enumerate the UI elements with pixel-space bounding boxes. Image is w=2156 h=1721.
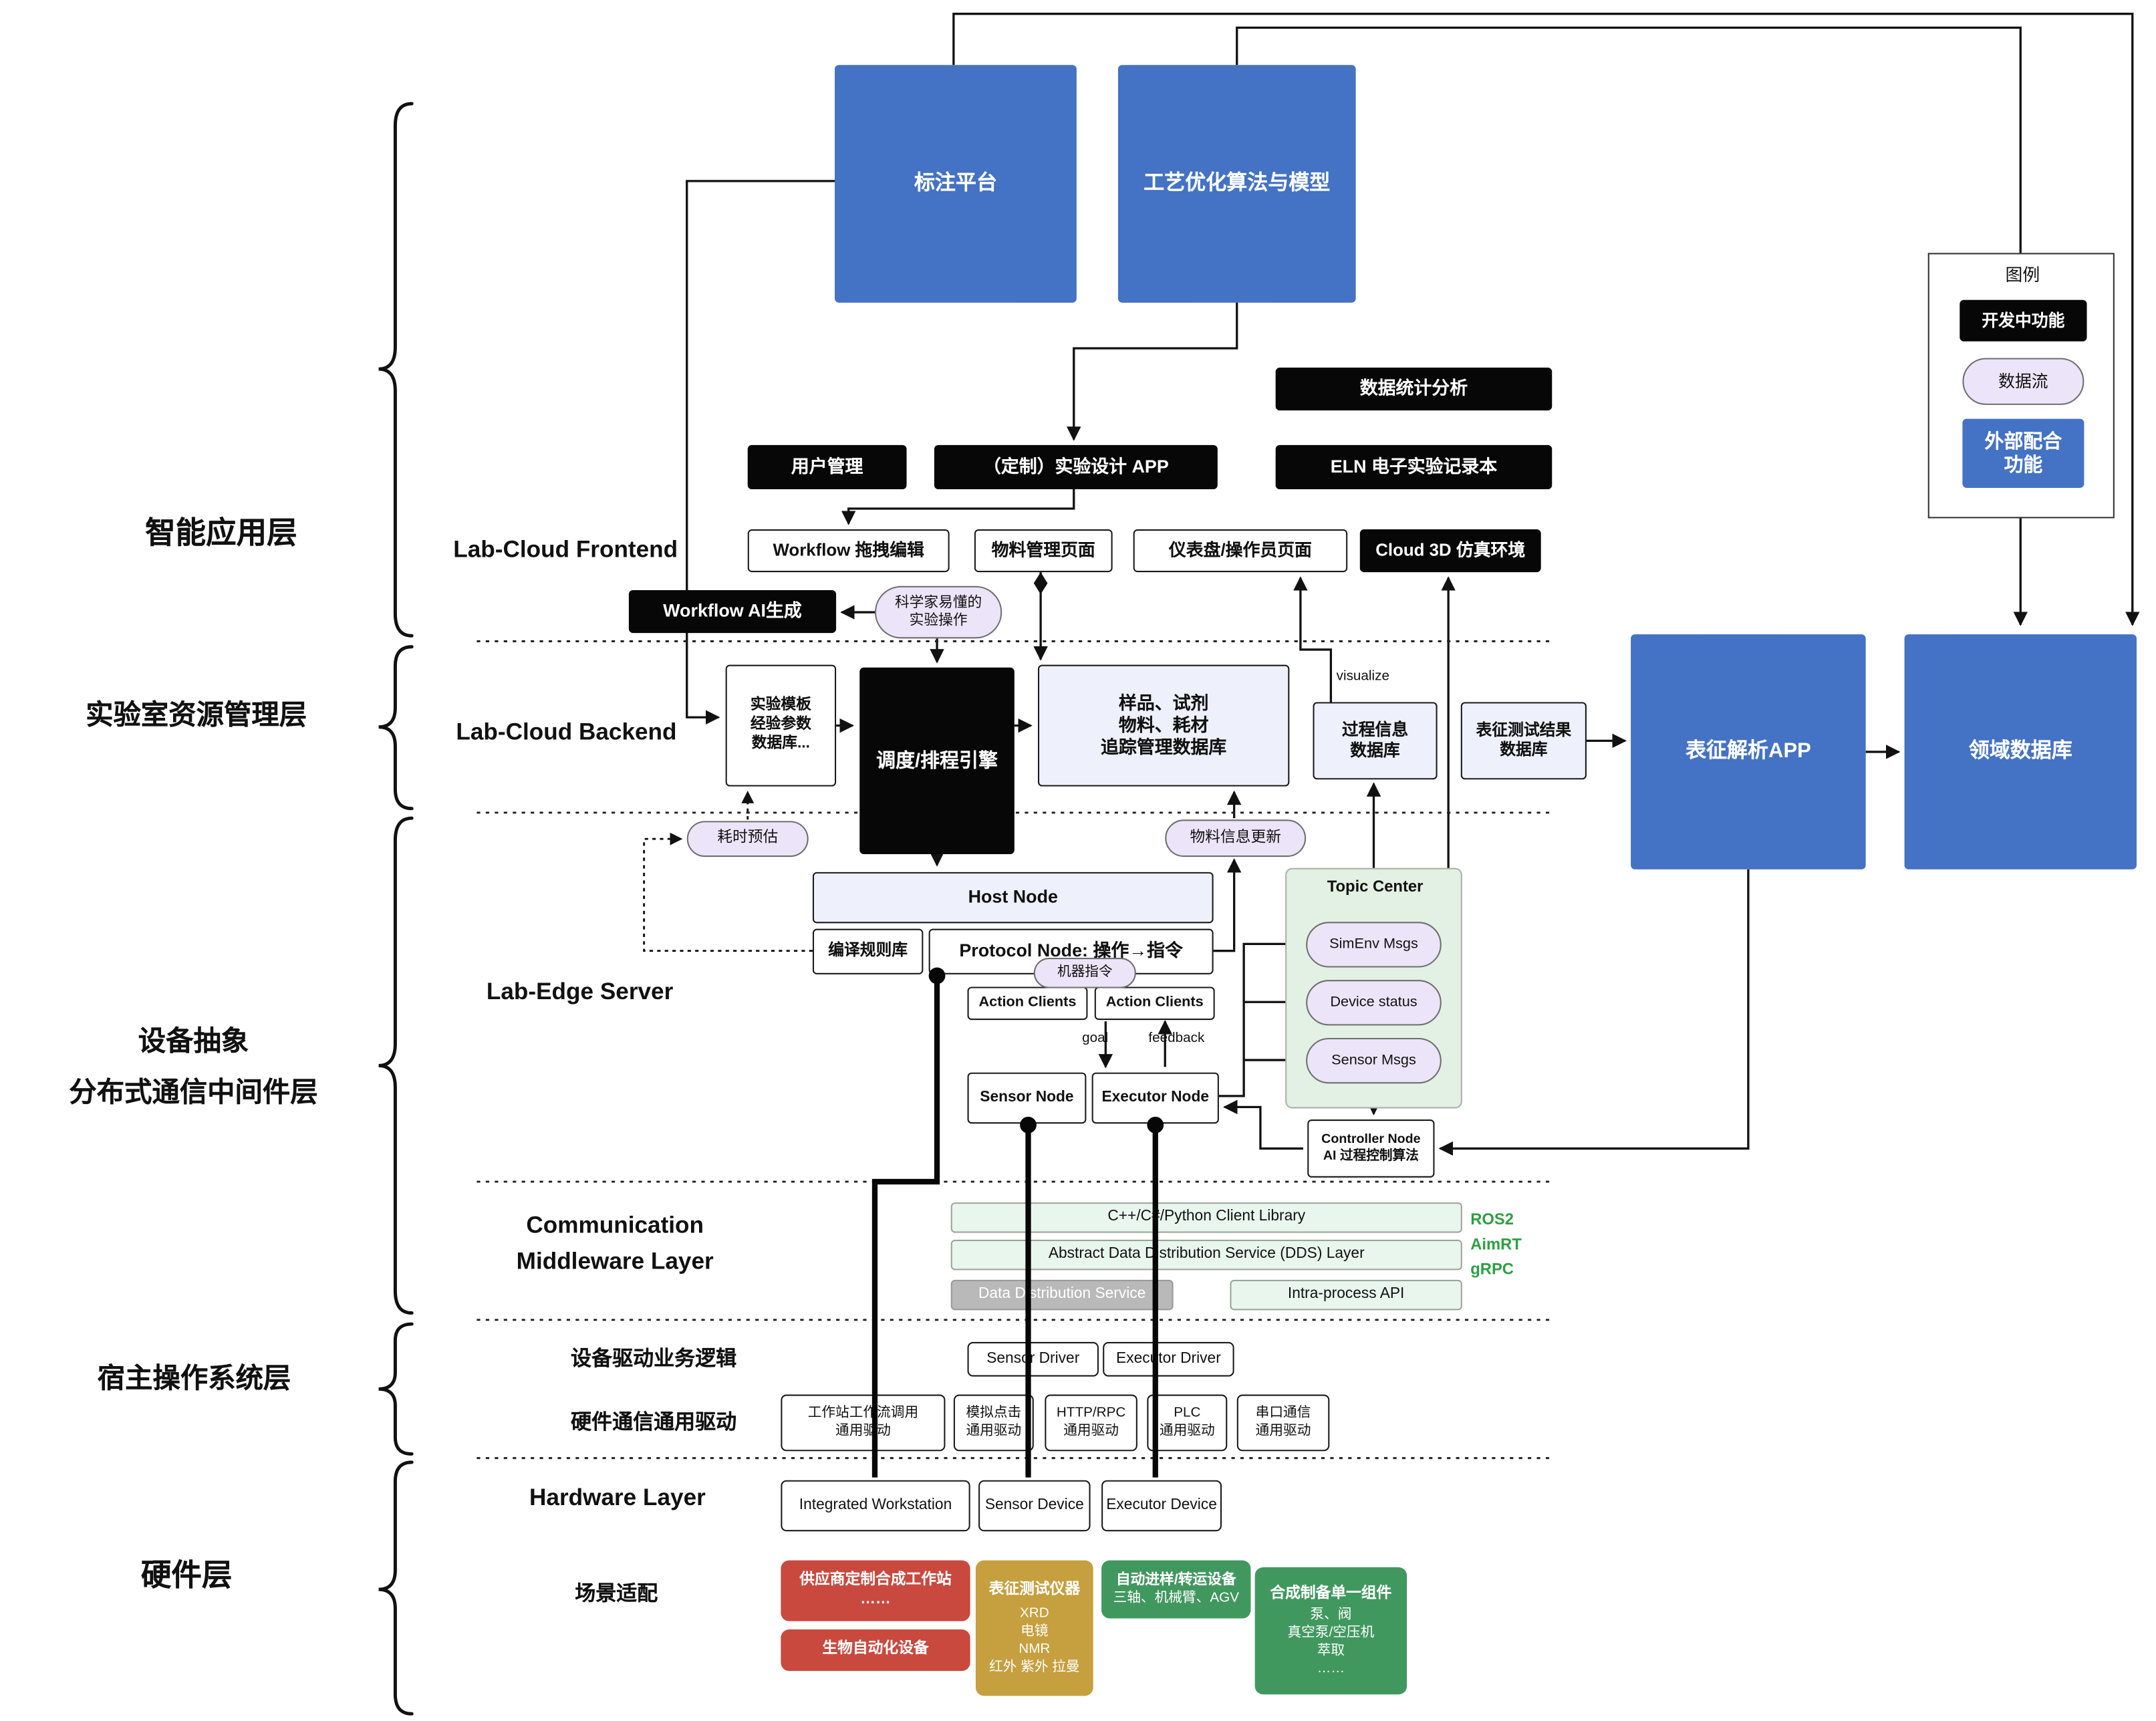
executor-device-box: Executor Device: [1101, 1480, 1222, 1532]
transfer-device-sub: 三轴、机械臂、AGV: [1113, 1591, 1240, 1607]
sensor-node-box: Sensor Node: [967, 1072, 1087, 1124]
intra-process-api-box: Intra-process API: [1230, 1279, 1462, 1311]
transfer-device-box: 自动进样/转运设备 三轴、机械臂、AGV: [1101, 1560, 1251, 1619]
tech-ros2-label: ROS2: [1470, 1212, 1514, 1229]
charact-instrument-title: 表征测试仪器: [988, 1581, 1081, 1599]
sensor-device-box: Sensor Device: [978, 1480, 1091, 1532]
charact-db-box: 表征测试结果 数据库: [1460, 702, 1587, 780]
rule-lib-box: 编译规则库: [812, 928, 924, 974]
controller-node-box: Controller Node AI 过程控制算法: [1307, 1119, 1435, 1178]
sample-db-box: 样品、试剂 物料、耗材 追踪管理数据库: [1037, 664, 1290, 787]
component-lines: 泵、阀 真空泵/空压机 萃取 ……: [1287, 1607, 1375, 1677]
layer-label-device-abstraction: 设备抽象 分布式通信中间件层: [69, 1027, 318, 1109]
legend-external: 外部配合 功能: [1962, 418, 2084, 488]
machine-cmd-pill: 机器指令: [1033, 958, 1136, 988]
annotation-platform-box: 标注平台: [835, 65, 1077, 303]
action-clients-left-box: Action Clients: [967, 986, 1088, 1021]
feedback-label: feedback: [1148, 1031, 1205, 1047]
simenv-msgs-pill: SimEnv Msgs: [1306, 922, 1442, 968]
workflow-edit-box: Workflow 拖拽编辑: [747, 529, 950, 573]
data-stats-box: 数据统计分析: [1275, 368, 1553, 411]
scientist-pill: 科学家易懂的 实验操作: [874, 585, 1002, 639]
scheduler-box: 调度/排程引擎: [859, 667, 1015, 854]
process-optimization-box: 工艺优化算法与模型: [1117, 65, 1356, 303]
executor-driver-box: Executor Driver: [1103, 1341, 1234, 1377]
goal-label: goal: [1082, 1031, 1109, 1047]
action-clients-right-box: Action Clients: [1094, 986, 1215, 1021]
custom-exp-design-app-box: （定制）实验设计 APP: [934, 444, 1218, 490]
hardware-section-label: Hardware Layer: [529, 1484, 706, 1511]
frontend-section-label: Lab-Cloud Frontend: [453, 536, 678, 563]
click-sim-driver-box: 模拟点击 通用驱动: [953, 1394, 1034, 1452]
legend-title: 图例: [2005, 265, 2040, 285]
executor-node-box: Executor Node: [1091, 1072, 1219, 1124]
domain-db-box: 领域数据库: [1904, 634, 2137, 870]
layer-label-intelligent-app: 智能应用层: [145, 515, 297, 551]
component-box: 合成制备单一组件 泵、阀 真空泵/空压机 萃取 ……: [1254, 1567, 1407, 1695]
material-page-box: 物料管理页面: [974, 529, 1113, 573]
sensor-driver-box: Sensor Driver: [967, 1341, 1099, 1377]
transfer-device-title: 自动进样/转运设备: [1115, 1571, 1236, 1588]
dashboard-page-box: 仪表盘/操作员页面: [1133, 529, 1348, 573]
http-rpc-driver-box: HTTP/RPC 通用驱动: [1045, 1394, 1137, 1452]
layer-label-lab-resource: 实验室资源管理层: [86, 700, 307, 731]
user-mgmt-box: 用户管理: [747, 444, 907, 490]
host-node-box: Host Node: [812, 872, 1214, 924]
tech-aimrt-label: AimRT: [1470, 1236, 1522, 1254]
client-library-box: C++/C#/Python Client Library: [950, 1202, 1462, 1233]
cloud-3d-box: Cloud 3D 仿真环境: [1359, 529, 1541, 573]
dds-service-box: Data Distribution Service: [950, 1279, 1174, 1311]
workflow-ai-box: Workflow AI生成: [628, 589, 837, 634]
comm-section-label: Communication Middleware Layer: [516, 1212, 714, 1275]
topic-center-box: Topic Center SimEnv Msgs Device status S…: [1285, 868, 1462, 1109]
charact-app-box: 表征解析APP: [1631, 634, 1866, 870]
charact-instrument-lines: XRD 电镜 NMR 红外 紫外 拉曼: [989, 1605, 1080, 1675]
process-db-box: 过程信息 数据库: [1313, 702, 1438, 780]
driver-logic-label: 设备驱动业务逻辑: [571, 1347, 737, 1371]
sensor-msgs-pill: Sensor Msgs: [1306, 1037, 1442, 1084]
legend-dataflow: 数据流: [1962, 358, 2084, 405]
legend: 图例 开发中功能 数据流 外部配合 功能: [1927, 253, 2115, 519]
layer-label-host-os: 宿主操作系统层: [97, 1364, 291, 1395]
backend-section-label: Lab-Cloud Backend: [456, 718, 677, 745]
material-update-pill: 物料信息更新: [1165, 819, 1307, 857]
topic-center-title: Topic Center: [1327, 879, 1424, 896]
bio-automation-box: 生物自动化设备: [781, 1629, 970, 1672]
vendor-workstation-box: 供应商定制合成工作站 ……: [781, 1560, 970, 1621]
dds-layer-box: Abstract Data Distribution Service (DDS)…: [950, 1239, 1462, 1271]
template-db-box: 实验模板 经验参数 数据库...: [725, 664, 837, 787]
serial-driver-box: 串口通信 通用驱动: [1236, 1394, 1330, 1452]
device-status-pill: Device status: [1306, 980, 1442, 1026]
tech-grpc-label: gRPC: [1470, 1261, 1514, 1279]
hw-driver-label: 硬件通信通用驱动: [571, 1411, 737, 1435]
plc-driver-box: PLC 通用驱动: [1147, 1394, 1228, 1452]
legend-developing: 开发中功能: [1960, 299, 2087, 342]
scene-adapt-label: 场景适配: [575, 1582, 658, 1606]
charact-instrument-box: 表征测试仪器 XRD 电镜 NMR 红外 紫外 拉曼: [975, 1560, 1093, 1696]
integrated-workstation-box: Integrated Workstation: [781, 1480, 970, 1532]
time-estimate-pill: 耗时预估: [686, 821, 809, 857]
edge-section-label: Lab-Edge Server: [486, 978, 674, 1005]
visualize-label: visualize: [1336, 668, 1389, 684]
layer-label-hardware: 硬件层: [140, 1557, 233, 1593]
workstation-driver-box: 工作站工作流调用 通用驱动: [781, 1394, 946, 1452]
component-title: 合成制备单一组件: [1270, 1585, 1392, 1602]
eln-box: ELN 电子实验记录本: [1275, 444, 1553, 490]
